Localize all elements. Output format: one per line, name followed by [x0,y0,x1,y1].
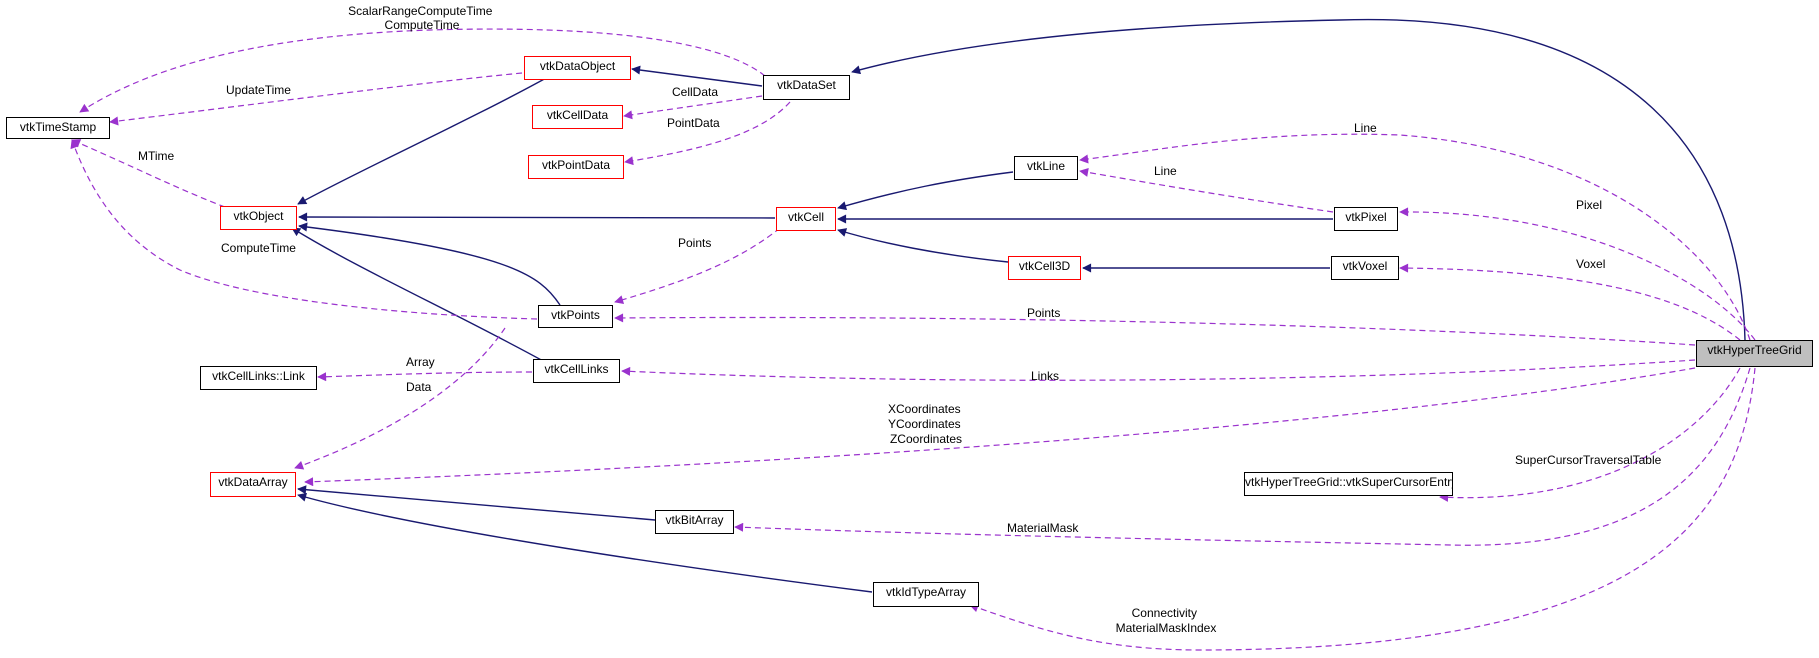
label-line-grid: Line [1354,121,1377,135]
edge-hypertreegrid-line [1079,133,1751,341]
label-pointdata: PointData [667,116,720,130]
edge-dataset-scalarrangecomputetime [79,28,766,113]
label-celldata: CellData [672,85,718,99]
edge-dataset-celldata [623,95,763,120]
node-vtkcelldata[interactable]: vtkCellData [532,105,623,129]
label-updatetime: UpdateTime [226,83,291,97]
node-vtkpoints[interactable]: vtkPoints [538,305,613,328]
label-line-pixel: Line [1154,164,1177,178]
node-vtkcell3d[interactable]: vtkCell3D [1008,256,1081,280]
node-vtkdataset[interactable]: vtkDataSet [763,75,850,100]
label-computetime: ComputeTime [221,241,296,255]
label-points-cell: Points [678,236,711,250]
edge-points-computetime [70,139,538,320]
node-vtkdataobject[interactable]: vtkDataObject [524,56,631,80]
node-vtktimestamp[interactable]: vtkTimeStamp [6,117,110,139]
node-vtkhypertreegrid[interactable]: vtkHyperTreeGrid [1696,340,1813,367]
label-points-grid: Points [1027,306,1060,320]
edge-dataarray-to-idtypearray [297,492,873,593]
edge-object-to-dataobject [297,76,549,205]
edge-hypertreegrid-supercursor [1439,367,1741,502]
edge-hypertreegrid-pixel [1399,207,1756,341]
label-data: Data [406,380,432,394]
edge-dataset-pointdata [624,101,791,166]
label-scalarrangecomputetime: ScalarRangeComputeTime ComputeTime [348,4,496,32]
edge-hypertreegrid-connectivity [969,367,1756,651]
edge-dataset-to-hypertreegrid [851,18,1746,341]
edge-pixel-line [1079,167,1334,213]
node-vtkvoxel[interactable]: vtkVoxel [1331,256,1399,280]
node-vtkbitarray[interactable]: vtkBitArray [655,510,734,534]
label-coordinates: XCoordinates YCoordinates ZCoordinates [888,402,964,446]
edge-points-data [294,327,506,470]
edge-cell-points [614,227,781,305]
node-vtkdataarray[interactable]: vtkDataArray [210,472,296,497]
node-vtkobject[interactable]: vtkObject [220,206,297,230]
edge-dataarray-to-bitarray [297,485,656,521]
edge-cell-to-line [837,171,1014,211]
edge-hypertreegrid-voxel [1399,263,1741,341]
edge-object-to-celllinks [291,227,546,363]
node-vtkline[interactable]: vtkLine [1014,156,1078,180]
node-vtkpixel[interactable]: vtkPixel [1334,207,1398,231]
edge-hypertreegrid-links [621,359,1696,381]
edge-dataobject-to-dataset [631,65,763,87]
label-connectivity: Connectivity MaterialMaskIndex [1116,606,1217,635]
edge-object-to-points [298,222,561,306]
label-pixel: Pixel [1576,198,1602,212]
label-array: Array [406,355,435,369]
edge-dataobject-updatetime [109,72,523,126]
edge-hypertreegrid-materialmask [734,367,1751,546]
node-vtkcelllinks-link[interactable]: vtkCellLinks::Link [200,366,317,390]
edge-cell-to-cell3d [837,228,1009,263]
label-materialmask: MaterialMask [1007,521,1079,535]
node-vtkcell[interactable]: vtkCell [776,207,836,231]
edge-object-mtime [71,139,226,208]
label-mtime: MTime [138,149,175,163]
node-vtkcelllinks[interactable]: vtkCellLinks [533,359,620,383]
edge-object-to-cell [298,212,776,222]
label-links: Links [1031,369,1059,383]
node-vtkidtypearray[interactable]: vtkIdTypeArray [873,582,979,607]
node-vtkpointdata[interactable]: vtkPointData [528,155,624,179]
label-supercursortraversaltable: SuperCursorTraversalTable [1515,453,1662,467]
label-voxel: Voxel [1576,257,1605,271]
edge-celllinks-array [317,371,533,382]
edge-hypertreegrid-points [614,313,1696,346]
node-vtkhypertreegrid-vtksupercursorentry[interactable]: vtkHyperTreeGrid::vtkSuperCursorEntry [1244,472,1453,496]
